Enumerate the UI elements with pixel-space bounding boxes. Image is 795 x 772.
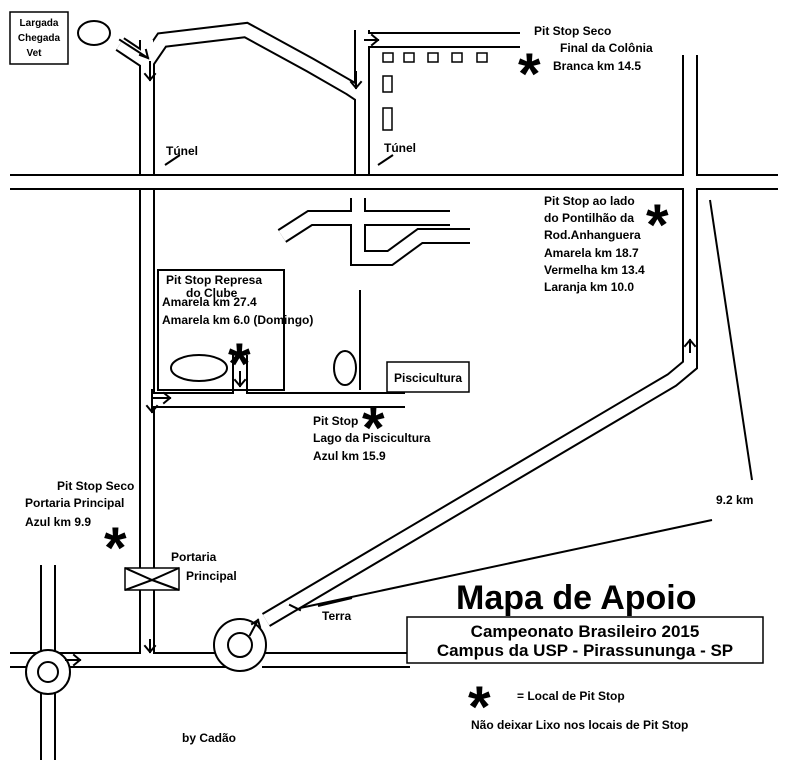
svg-text:Pit Stop Represa: Pit Stop Represa [166, 273, 262, 287]
start-label-3: Vet [26, 48, 42, 59]
pit-stop-marker-dam: * [228, 332, 251, 397]
svg-text:Amarela km 27.4: Amarela km 27.4 [162, 295, 257, 309]
svg-text:Amarela km 6.0 (Domingo): Amarela km 6.0 (Domingo) [162, 313, 313, 327]
event-name: Campeonato Brasileiro 2015 [471, 622, 700, 641]
pit-stop-lake-label: Pit Stop Lago da Piscicultura Azul km 15… [313, 414, 431, 463]
svg-text:Pit Stop: Pit Stop [313, 414, 358, 428]
svg-text:Azul km 15.9: Azul km 15.9 [313, 449, 386, 463]
svg-text:Final da Colônia: Final da Colônia [560, 41, 653, 55]
tunnel-left-label: Túnel [166, 144, 198, 158]
fish-farm-box: Piscicultura [386, 361, 470, 393]
svg-text:Rod.Anhanguera: Rod.Anhanguera [544, 228, 641, 242]
distance-label: 9.2 km [716, 493, 753, 507]
legend-note: Não deixar Lixo nos locais de Pit Stop [471, 718, 688, 732]
pit-stop-markers: * * * * * * [104, 42, 669, 740]
svg-text:Azul km 9.9: Azul km 9.9 [25, 515, 91, 529]
pit-stop-marker-lake: * [362, 396, 385, 461]
svg-text:do Clube: do Clube [186, 286, 238, 300]
pit-stop-marker-legend: * [468, 675, 491, 740]
main-gate-label: Portaria Principal [171, 550, 237, 583]
pit-stop-gate-label: Pit Stop Seco Portaria Principal Azul km… [25, 479, 134, 529]
svg-text:Principal: Principal [186, 569, 237, 583]
svg-text:Vermelha km 13.4: Vermelha km 13.4 [544, 263, 645, 277]
svg-text:do Pontilhão da: do Pontilhão da [544, 211, 634, 225]
pit-stop-dam-label: Pit Stop Represa do Clube Amarela km 27.… [162, 273, 313, 327]
tunnel-right-label: Túnel [384, 141, 416, 155]
svg-text:Pit Stop ao lado: Pit Stop ao lado [544, 194, 635, 208]
svg-text:Pit Stop Seco: Pit Stop Seco [57, 479, 134, 493]
event-location: Campus da USP - Pirassununga - SP [437, 641, 733, 660]
svg-text:Amarela km 18.7: Amarela km 18.7 [544, 246, 639, 260]
pit-stop-marker-gate: * [104, 516, 127, 581]
legend-meaning: = Local de Pit Stop [517, 689, 625, 703]
author-credit: by Cadão [182, 731, 236, 745]
event-subtitle-box: Campeonato Brasileiro 2015 Campus da USP… [406, 616, 764, 664]
svg-text:Portaria Principal: Portaria Principal [25, 496, 124, 510]
pit-stop-right-label: Pit Stop ao lado do Pontilhão da Rod.Anh… [544, 194, 645, 294]
svg-text:Portaria: Portaria [171, 550, 217, 564]
start-label-2: Chegada [18, 33, 61, 44]
map-features [77, 20, 753, 609]
pit-stop-marker-top: * [518, 42, 541, 107]
map-title: Mapa de Apoio [456, 579, 697, 617]
start-box: Largada Chegada Vet [9, 11, 69, 65]
direction-arrows [65, 33, 697, 667]
pit-stop-marker-right: * [646, 193, 669, 258]
start-label-1: Largada [20, 18, 59, 29]
svg-text:Lago da Piscicultura: Lago da Piscicultura [313, 431, 431, 445]
svg-text:Branca km 14.5: Branca km 14.5 [553, 59, 641, 73]
pit-stop-top-label: Pit Stop Seco Final da Colônia Branca km… [534, 24, 653, 73]
dirt-road-label: Terra [322, 609, 351, 623]
svg-text:Pit Stop Seco: Pit Stop Seco [534, 24, 611, 38]
svg-text:Piscicultura: Piscicultura [394, 371, 462, 385]
svg-text:Laranja km 10.0: Laranja km 10.0 [544, 280, 634, 294]
